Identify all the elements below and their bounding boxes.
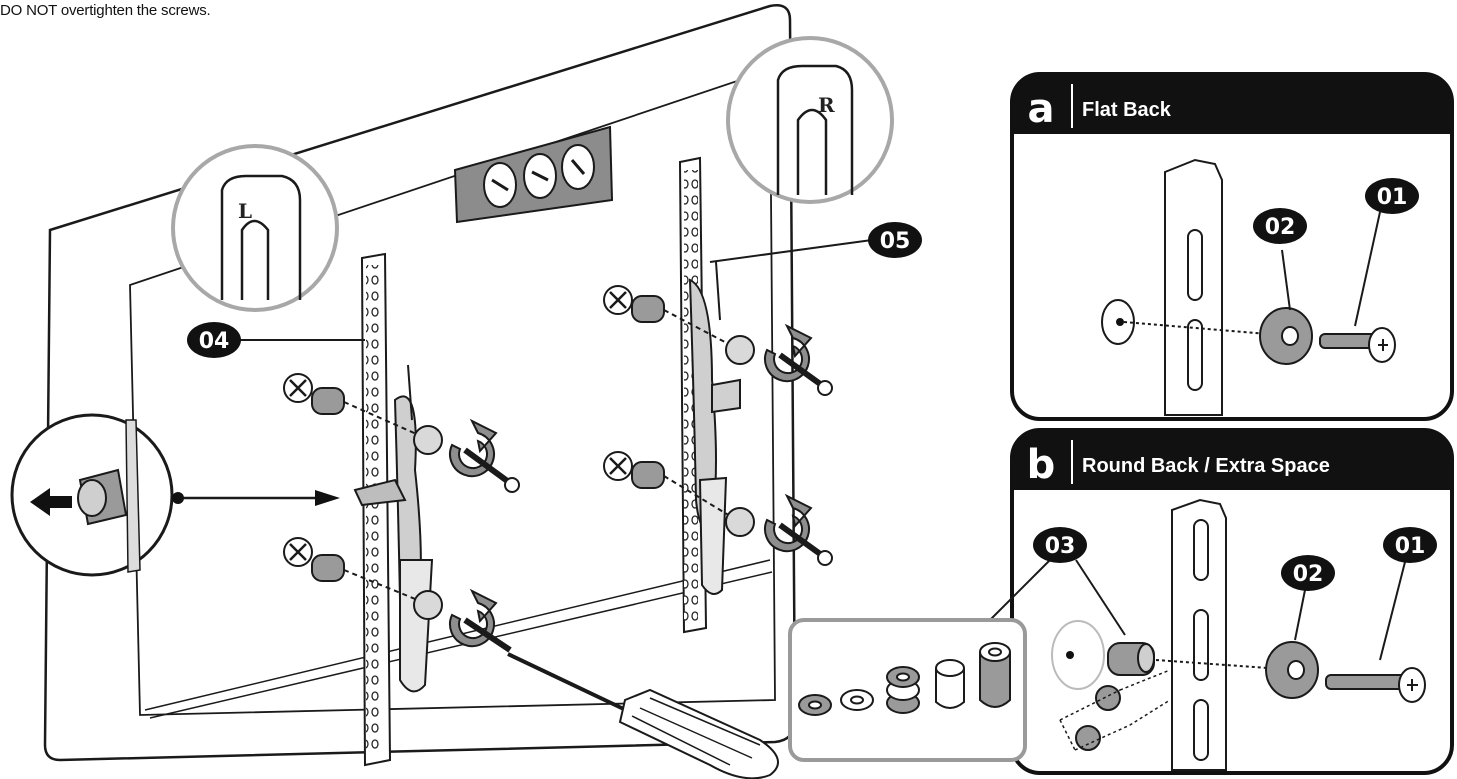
mounting-hardware (283, 285, 755, 620)
left-bracket (353, 252, 434, 767)
push-arrow-icon (30, 488, 72, 516)
right-tag-zoom: R (726, 36, 894, 204)
panel-b-round-back: b Round Back / Extra Space 03 (984, 428, 1454, 775)
callout-01-a-label: 01 (1377, 185, 1408, 210)
callout-01-a: 01 (1354, 178, 1419, 327)
left-tag-zoom: L (171, 144, 339, 312)
callout-01-b: 01 (1379, 527, 1437, 661)
callout-02-a: 02 (1253, 208, 1307, 311)
callout-02-b-label: 02 (1293, 562, 1324, 587)
callout-03: 03 (984, 527, 1126, 636)
right-bracket (678, 156, 741, 634)
callout-04: 04 (187, 322, 365, 358)
callout-01-b-label: 01 (1395, 534, 1426, 559)
panel-a-title: Flat Back (1082, 99, 1172, 121)
panel-a-letter: a (1028, 86, 1055, 132)
callout-04-label: 04 (199, 329, 230, 354)
callout-03-label: 03 (1045, 534, 1076, 559)
instruction-caption: DO NOT overtighten the screws. (0, 2, 211, 19)
screwdriver-icon (507, 652, 779, 779)
left-tag-label: L (238, 199, 252, 223)
lever-zoom (10, 413, 340, 577)
callout-02-b: 02 (1281, 555, 1335, 641)
rotate-arrow-icon (449, 323, 833, 653)
tv-handle (453, 125, 614, 224)
callout-02-a-label: 02 (1265, 215, 1296, 240)
panel-b-letter: b (1027, 442, 1056, 488)
callout-05: 05 (709, 222, 922, 263)
spacer-options-inset (788, 618, 1027, 762)
right-tag-label: R (818, 93, 835, 117)
callout-05-label: 05 (880, 229, 911, 254)
panel-b-title: Round Back / Extra Space (1082, 455, 1330, 477)
panel-a-flat-back: a Flat Back 02 01 (1010, 72, 1454, 421)
